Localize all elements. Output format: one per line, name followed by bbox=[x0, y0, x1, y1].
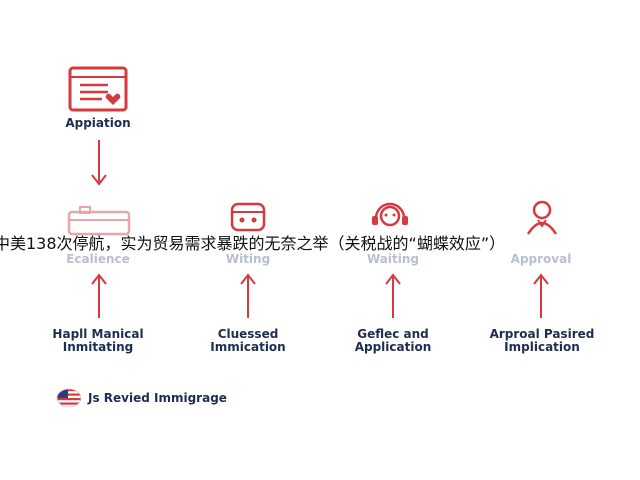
stage-label-1: Ecalience bbox=[66, 252, 130, 266]
caption-2: Cluessed Immication bbox=[210, 327, 286, 354]
legend-label: Js Revied Immigrage bbox=[88, 391, 227, 405]
caption-3: Geflec and Application bbox=[354, 327, 432, 354]
arrow-up-1 bbox=[91, 273, 107, 318]
person-headset-icon bbox=[372, 202, 408, 227]
us-flag-icon bbox=[56, 388, 82, 408]
stage-label-2: Witing bbox=[225, 252, 271, 266]
caption-1: Hapll Manical Inmitating bbox=[52, 327, 144, 354]
top-node-label: Appiation bbox=[65, 116, 131, 130]
caption-4: Arproal Pasired Implication bbox=[489, 327, 595, 354]
stage-label-3: Waiting bbox=[366, 252, 419, 266]
overlay-headline: 中美138次停航，实为贸易需求暴跌的无奈之举（关税战的“蝴蝶效应”） bbox=[0, 234, 506, 253]
briefcase-icon bbox=[67, 206, 131, 236]
legend: Js Revied Immigrage bbox=[56, 388, 227, 408]
robot-icon bbox=[230, 202, 266, 232]
stage-label-4: Approval bbox=[510, 252, 572, 266]
arrow-up-3 bbox=[385, 273, 401, 318]
person-icon bbox=[526, 200, 558, 235]
arrow-up-2 bbox=[240, 273, 256, 318]
arrow-up-4 bbox=[533, 273, 549, 318]
application-form-icon bbox=[68, 66, 128, 112]
arrow-down-top bbox=[91, 140, 107, 186]
